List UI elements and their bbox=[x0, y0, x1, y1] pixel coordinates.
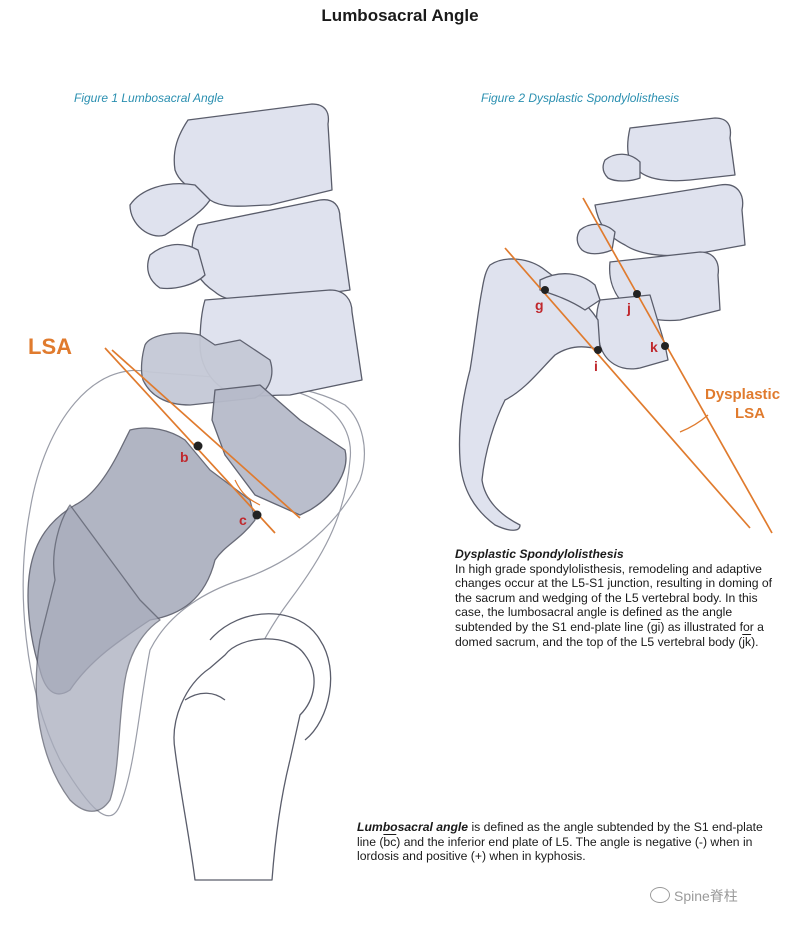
dysplastic-caption: Dysplastic Spondylolisthesis In high gra… bbox=[455, 547, 785, 649]
fig2-vertebra-2 bbox=[594, 183, 746, 257]
fig2-vertebra-2-process bbox=[576, 223, 616, 255]
dysplastic-caption-body-1: In high grade spondylolisthesis, remodel… bbox=[455, 561, 773, 634]
vertebra-l2 bbox=[191, 199, 351, 302]
l5-endplate-line bbox=[111, 349, 301, 519]
point-b-label: b bbox=[180, 449, 189, 465]
lsa-caption-term: Lumbosacral angle bbox=[357, 820, 469, 834]
line-jk-label: jk bbox=[742, 634, 752, 649]
line-bc-label: bc bbox=[383, 834, 397, 849]
lsa-arc bbox=[234, 479, 261, 506]
acetabulum bbox=[209, 613, 332, 741]
fig2-vertebra-1-process bbox=[602, 153, 641, 182]
point-c bbox=[252, 510, 262, 520]
pelvis-outline bbox=[22, 369, 365, 817]
lsa-label: LSA bbox=[28, 334, 72, 359]
l5-top-line-jk bbox=[582, 197, 773, 534]
dysplastic-lsa-label-line2: LSA bbox=[735, 405, 765, 422]
vertebra-l1-process bbox=[129, 183, 211, 237]
fig2-vertebra-1 bbox=[627, 117, 736, 182]
figure2-title: Figure 2 Dysplastic Spondylolisthesis bbox=[481, 91, 680, 105]
dysplastic-caption-heading: Dysplastic Spondylolisthesis bbox=[455, 547, 624, 561]
point-j-label: j bbox=[626, 300, 631, 316]
femur-neck bbox=[184, 692, 226, 701]
wechat-icon bbox=[650, 887, 670, 903]
point-c-label: c bbox=[239, 512, 247, 528]
fig2-sacrum bbox=[458, 258, 601, 531]
watermark: Spine脊柱 bbox=[650, 886, 738, 906]
vertebra-l1 bbox=[173, 103, 333, 207]
vertebra-l5 bbox=[211, 384, 347, 516]
point-i-label: i bbox=[594, 358, 598, 374]
figure2-annotation bbox=[504, 197, 773, 534]
point-k bbox=[661, 342, 669, 350]
s1-endplate-line-gi bbox=[504, 247, 751, 529]
fig2-vertebra-l5 bbox=[595, 294, 669, 370]
point-g bbox=[541, 286, 549, 294]
femoral-head bbox=[173, 638, 315, 881]
figure2-spine-illustration bbox=[458, 117, 746, 531]
lsa-caption-body-1: is defined as the angle subtended by the… bbox=[357, 820, 763, 849]
vertebra-l2-process bbox=[147, 243, 206, 290]
dysplastic-caption-body-2: ) as illustrated for a domed sacrum, and… bbox=[455, 619, 764, 649]
figure1-spine-illustration bbox=[22, 103, 365, 881]
dysplastic-lsa-arc bbox=[679, 414, 709, 433]
ilium-wing bbox=[35, 504, 161, 812]
s1-endplate-line-bc bbox=[104, 347, 276, 534]
line-gi-label: gi bbox=[650, 619, 661, 634]
dysplastic-lsa-label-line1: Dysplastic bbox=[705, 386, 780, 403]
point-k-label: k bbox=[650, 339, 658, 355]
point-g-label: g bbox=[535, 297, 544, 313]
figure1-title: Figure 1 Lumbosacral Angle bbox=[74, 91, 224, 105]
point-j bbox=[633, 290, 641, 298]
point-b bbox=[193, 441, 203, 451]
lsa-caption-body-2: ) and the inferior end plate of L5. The … bbox=[357, 834, 753, 864]
point-i bbox=[594, 346, 602, 354]
dysplastic-caption-body-3: ). bbox=[751, 634, 759, 649]
fig2-ilium bbox=[539, 273, 601, 311]
watermark-text: Spine脊柱 bbox=[674, 888, 738, 904]
figure1-annotation bbox=[104, 347, 301, 534]
lsa-caption: Lumbosacral angle is defined as the angl… bbox=[357, 820, 772, 864]
page-title: Lumbosacral Angle bbox=[321, 6, 479, 25]
